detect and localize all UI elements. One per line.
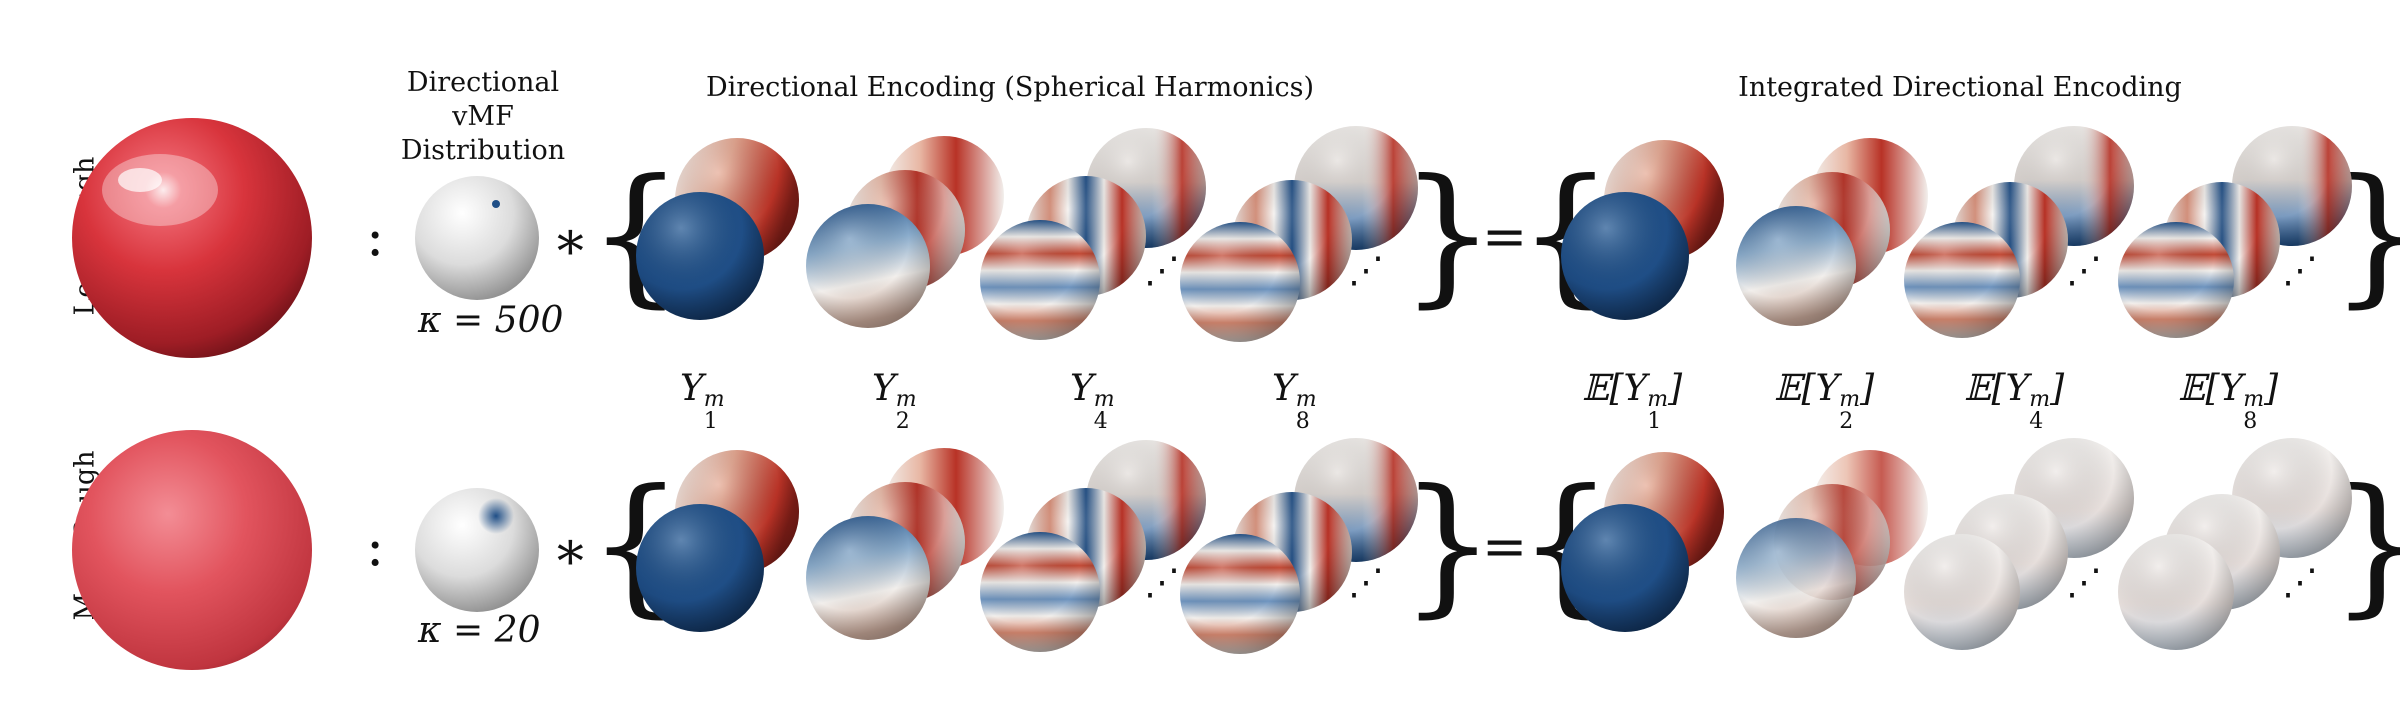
directional-encoding-header: Directional Encoding (Spherical Harmonic… bbox=[706, 72, 1314, 103]
material-sphere-less-rough bbox=[72, 118, 312, 358]
vmf-sphere-row1 bbox=[415, 176, 539, 300]
ellipsis-sh4-row2: ⋰ bbox=[1144, 562, 1180, 603]
ide-order4-row1: ⋰ bbox=[1904, 126, 2134, 338]
colon-operator-row1: : bbox=[366, 205, 385, 268]
ellipsis-sh8-row1: ⋰ bbox=[1348, 250, 1384, 291]
kappa-label-row2: κ = 20 bbox=[418, 610, 541, 651]
sh-order1-row1 bbox=[636, 138, 799, 320]
integrated-directional-encoding-header: Integrated Directional Encoding bbox=[1738, 72, 2182, 103]
sh-order4-row1: ⋰ bbox=[980, 128, 1206, 340]
ide-order2-row1 bbox=[1736, 138, 1928, 326]
convolve-operator-row1: ∗ bbox=[552, 209, 589, 272]
ide-order8-row2: ⋰ bbox=[2118, 438, 2352, 650]
sh-order4-row2: ⋰ bbox=[980, 440, 1206, 652]
ide-order4-row2: ⋰ bbox=[1904, 438, 2134, 650]
sh-order8-row2: ⋰ bbox=[1180, 438, 1418, 654]
ellipsis-ide4-row1: ⋰ bbox=[2066, 250, 2102, 291]
ide-order8-row1: ⋰ bbox=[2118, 126, 2352, 338]
convolve-operator-row2: ∗ bbox=[552, 519, 589, 582]
vmf-sphere-row2 bbox=[415, 488, 539, 612]
sh-order2-row2 bbox=[806, 448, 1004, 640]
sh-order1-row2 bbox=[636, 450, 799, 632]
ellipsis-sh8-row2: ⋰ bbox=[1348, 562, 1384, 603]
equals-operator-row1: = bbox=[1482, 205, 1528, 268]
equals-operator-row2: = bbox=[1482, 515, 1528, 578]
material-sphere-more-rough bbox=[72, 430, 312, 670]
ellipsis-ide8-row1: ⋰ bbox=[2282, 250, 2318, 291]
ide-order1-row2 bbox=[1561, 452, 1724, 632]
sh-order2-row1 bbox=[806, 136, 1004, 328]
ellipsis-sh4-row1: ⋰ bbox=[1144, 250, 1180, 291]
ide-order2-row2 bbox=[1736, 450, 1928, 638]
ellipsis-ide8-row2: ⋰ bbox=[2282, 562, 2318, 603]
vmf-header: Directional vMF Distribution bbox=[400, 67, 566, 166]
ide-order1-row1 bbox=[1561, 140, 1724, 320]
ellipsis-ide4-row2: ⋰ bbox=[2066, 562, 2102, 603]
colon-operator-row2: : bbox=[366, 515, 385, 578]
sh-order8-row1: ⋰ bbox=[1180, 126, 1418, 342]
kappa-label-row1: κ = 500 bbox=[418, 300, 564, 341]
